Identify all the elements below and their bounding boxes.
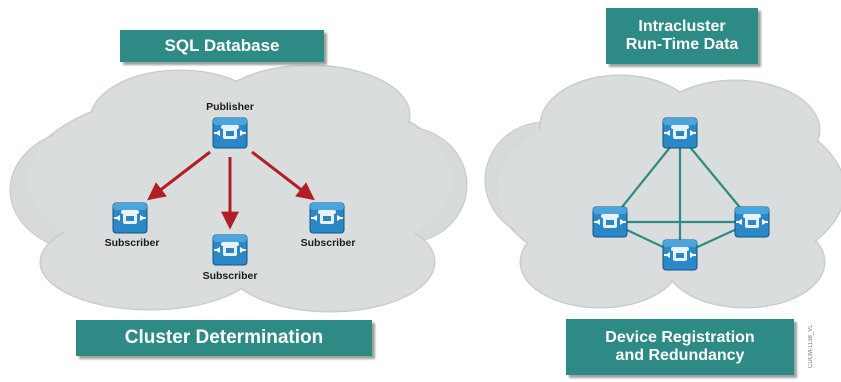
cluster-determination-caption: Cluster Determination <box>76 320 372 356</box>
device-registration-caption: Device Registration and Redundancy <box>566 319 794 375</box>
intracluster-title: Intracluster Run-Time Data <box>606 8 758 64</box>
left-cloud-fill <box>27 67 453 310</box>
subscriber-server-icon-center <box>212 234 248 266</box>
intracluster-title-line1: Intracluster <box>638 17 726 35</box>
publisher-label: Publisher <box>206 101 254 113</box>
device-registration-line2: and Redundancy <box>615 347 745 364</box>
cluster-server-icon-top <box>662 117 698 149</box>
arrow-to-subscriber-left <box>147 150 211 201</box>
cluster-determination-text: Cluster Determination <box>124 327 324 349</box>
subscriber-server-icon-left <box>112 202 148 234</box>
subscriber-label-left: Subscriber <box>104 237 160 249</box>
sql-database-title-text: SQL Database <box>164 36 280 56</box>
cluster-server-icon-right <box>734 206 770 238</box>
subscriber-label-center: Subscriber <box>202 270 258 282</box>
publisher-server-icon <box>212 117 248 149</box>
intracluster-title-line2: Run-Time Data <box>625 36 739 53</box>
arrow-to-subscriber-right <box>251 150 315 201</box>
replication-arrows <box>147 150 315 230</box>
figure-id-watermark: CUCM-1138_VL <box>808 324 814 368</box>
cluster-server-icon-bottom <box>662 239 698 271</box>
cluster-server-icon-left <box>592 206 628 238</box>
device-registration-line1: Device Registration <box>605 328 755 346</box>
subscriber-label-right: Subscriber <box>300 237 356 249</box>
right-cloud-fill <box>497 77 841 306</box>
sql-database-title: SQL Database <box>120 30 324 62</box>
subscriber-server-icon-right <box>309 202 345 234</box>
